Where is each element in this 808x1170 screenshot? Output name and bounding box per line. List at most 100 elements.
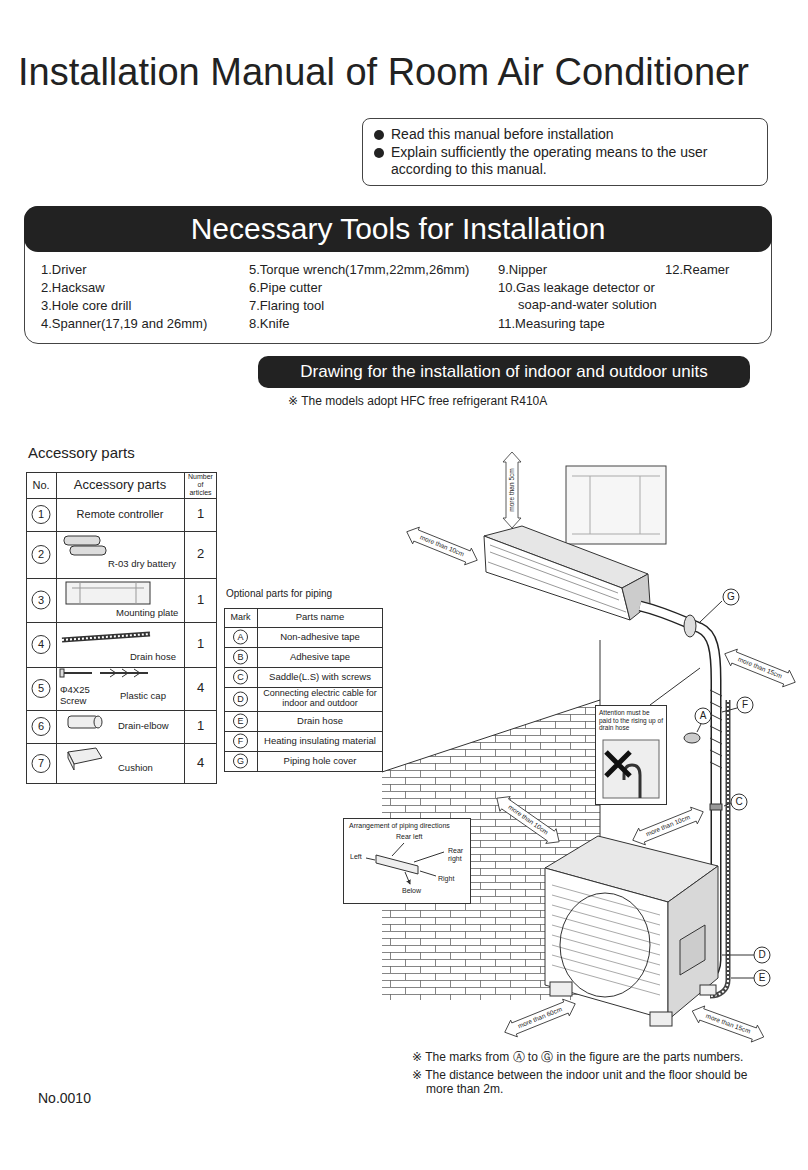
saddle — [710, 804, 722, 810]
piping-direction-box: Arrangement of piping directionsRear lef… — [343, 818, 471, 904]
callout-circle — [32, 506, 248, 773]
table-cell: 1 — [184, 578, 217, 622]
tool-item: 6.Pipe cutter — [249, 279, 322, 296]
callout-number: A — [231, 627, 251, 647]
mounting-plate-icon-part — [72, 582, 144, 604]
accessory-table — [26, 472, 217, 784]
tool-item: 3.Hole core drill — [41, 297, 131, 314]
tools-panel: Necessary Tools for Installation 1.Driver… — [24, 206, 772, 344]
table-cell: Number of articles — [184, 472, 217, 498]
callout-number: 4 — [31, 635, 51, 655]
dimension-arrow-part — [503, 452, 521, 528]
tool-item: 7.Flaring tool — [249, 297, 324, 314]
cushion-part — [650, 1012, 672, 1026]
callout-number: E — [752, 968, 772, 988]
part-name: Optional parts for piping — [226, 588, 332, 600]
drain-hose-icon-part — [62, 634, 150, 640]
section-heading: Necessary Tools for Installation — [24, 206, 772, 252]
callout-circle — [695, 589, 770, 986]
drain-hose-icon-part — [62, 634, 150, 640]
callout-number: 3 — [31, 590, 51, 610]
dimension-arrow-part — [629, 803, 706, 848]
outdoor-unit-part — [680, 925, 705, 975]
callout-circle-part — [32, 591, 50, 609]
note-box: Read this manual before installationExpl… — [362, 118, 768, 186]
tool-item: 5.Torque wrench(17mm,22mm,26mm) — [249, 261, 469, 278]
attention-picture — [595, 705, 667, 805]
indoor-unit-part — [488, 545, 626, 612]
direction-label: Left — [350, 853, 362, 861]
saddle-part — [710, 804, 722, 810]
dimension-arrow-part — [403, 523, 480, 568]
battery-icon-part — [70, 546, 106, 555]
bullet-dot — [374, 148, 384, 158]
tool-item: 1.Driver — [41, 261, 87, 278]
drain-elbow-icon — [68, 716, 102, 728]
part-name: Plastic cap — [120, 690, 166, 701]
callout-circle-part — [32, 506, 50, 524]
leader-line-part — [650, 668, 700, 705]
piping-direction-sketch-part — [343, 818, 471, 904]
dimension-arrow-part — [689, 1003, 767, 1046]
note-text: No.0010 — [38, 1090, 91, 1107]
table-cell: No. — [26, 472, 56, 498]
cushion-icon — [68, 748, 102, 770]
callout-number: A — [693, 706, 713, 726]
leader-line-part — [722, 955, 754, 956]
bullet-dot — [374, 130, 384, 140]
dimension-arrow-part — [721, 645, 798, 690]
battery-icon-part — [64, 536, 100, 545]
callout-number: E — [231, 711, 251, 731]
outdoor-unit-part — [552, 885, 660, 995]
battery-icon — [64, 536, 106, 555]
table-cell: 1 — [184, 710, 217, 743]
outdoor-unit-part — [668, 866, 718, 1020]
callout-circle-part — [32, 680, 50, 698]
note-text: Accessory parts — [28, 444, 135, 462]
screw-icon — [60, 669, 148, 677]
tape-roll — [684, 733, 700, 743]
table-cell: 2 — [184, 531, 217, 578]
callout-circle-part — [32, 636, 50, 654]
refrigerant-pipe-part — [710, 690, 722, 768]
tape-roll-part — [684, 733, 700, 743]
leader-line-part — [731, 978, 754, 979]
callout-number: G — [231, 751, 251, 771]
direction-label: Rear left — [396, 833, 422, 841]
accessory-table-part — [26, 472, 217, 784]
callout-number: 5 — [31, 679, 51, 699]
optional-table-part — [225, 609, 383, 772]
part-name: Φ4X25 Screw — [60, 684, 100, 707]
callout-number: D — [752, 945, 772, 965]
direction-label: Below — [402, 887, 421, 895]
table-cell: Piping hole cover — [257, 751, 383, 771]
table-cell: Saddle(L.S) with screws — [257, 667, 383, 687]
mounting-plate-part — [572, 476, 660, 534]
tool-item: 4.Spanner(17,19 and 26mm) — [41, 315, 207, 332]
cushion-part — [700, 985, 716, 995]
part-name: Drain-elbow — [118, 720, 169, 731]
screw-icon-part — [64, 672, 92, 674]
table-cell: 1 — [184, 498, 217, 531]
cushion-icon-part — [68, 752, 74, 770]
table-cell: Connecting electric cable for indoor and… — [257, 687, 383, 711]
piping-direction-sketch — [343, 818, 471, 904]
callout-circle-part — [32, 546, 50, 564]
table-cell: Non-adhesive tape — [257, 627, 383, 647]
optional-table — [224, 608, 383, 772]
tool-item: 12.Reamer — [665, 261, 729, 278]
dimension-arrow — [403, 452, 798, 1045]
optional-table-part — [224, 608, 383, 771]
mounting-plate-part — [566, 466, 666, 544]
note-text: ※ The models adopt HFC free refrigerant … — [288, 394, 547, 408]
note-text: ※ The distance between the indoor unit a… — [412, 1068, 762, 1097]
table-cell: Heating insulating material — [257, 731, 383, 751]
accessory-table-part — [27, 473, 217, 784]
piping-hole-cover-part — [684, 615, 696, 637]
drain-elbow-icon-part — [94, 716, 102, 728]
note-text: ※ The marks from Ⓐ to Ⓖ in the figure ar… — [412, 1050, 804, 1064]
callout-number: 7 — [31, 754, 51, 774]
callout-number: C — [729, 792, 749, 812]
callout-number: G — [721, 587, 741, 607]
